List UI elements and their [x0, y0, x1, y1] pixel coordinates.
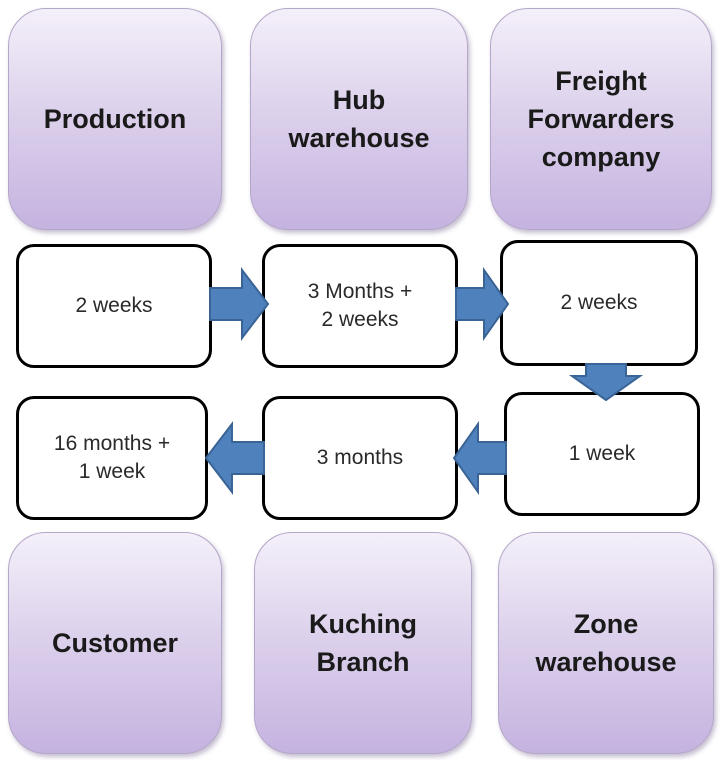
stage-label-customer: Customer [51, 628, 179, 658]
duration-freight-forwarders: 2 weeks [500, 240, 698, 366]
stage-label-freight-forwarders: Freight Forwarders company [527, 66, 675, 172]
stage-label-zone-warehouse: Zone warehouse [535, 609, 677, 677]
stage-customer: Customer [8, 532, 222, 754]
duration-hub-warehouse: 3 Months + 2 weeks [262, 244, 458, 368]
duration-label-production: 2 weeks [75, 294, 153, 317]
duration-production: 2 weeks [16, 244, 212, 368]
duration-label-freight-forwarders: 2 weeks [560, 291, 638, 314]
stage-production: Production [8, 8, 222, 230]
duration-label-zone-warehouse: 1 week [568, 442, 636, 465]
duration-zone-warehouse: 1 week [504, 392, 700, 516]
arrow-down-icon [568, 363, 644, 402]
arrow-left-icon [452, 420, 507, 496]
stage-kuching-branch: Kuching Branch [254, 532, 472, 754]
stage-label-kuching-branch: Kuching Branch [309, 609, 417, 677]
duration-label-customer: 16 months + 1 week [53, 432, 171, 483]
stage-hub-warehouse: Hub warehouse [250, 8, 468, 230]
duration-kuching-branch: 3 months [262, 396, 458, 520]
arrow-right-icon [455, 266, 510, 342]
duration-label-kuching-branch: 3 months [316, 446, 404, 469]
arrow-left-icon [204, 421, 265, 495]
stage-zone-warehouse: Zone warehouse [498, 532, 714, 754]
duration-customer: 16 months + 1 week [16, 396, 208, 520]
duration-label-hub-warehouse: 3 Months + 2 weeks [307, 280, 413, 331]
stage-label-hub-warehouse: Hub warehouse [288, 85, 430, 153]
arrow-right-icon [209, 267, 270, 341]
stage-freight-forwarders: Freight Forwarders company [490, 8, 712, 230]
stage-label-production: Production [43, 104, 187, 134]
